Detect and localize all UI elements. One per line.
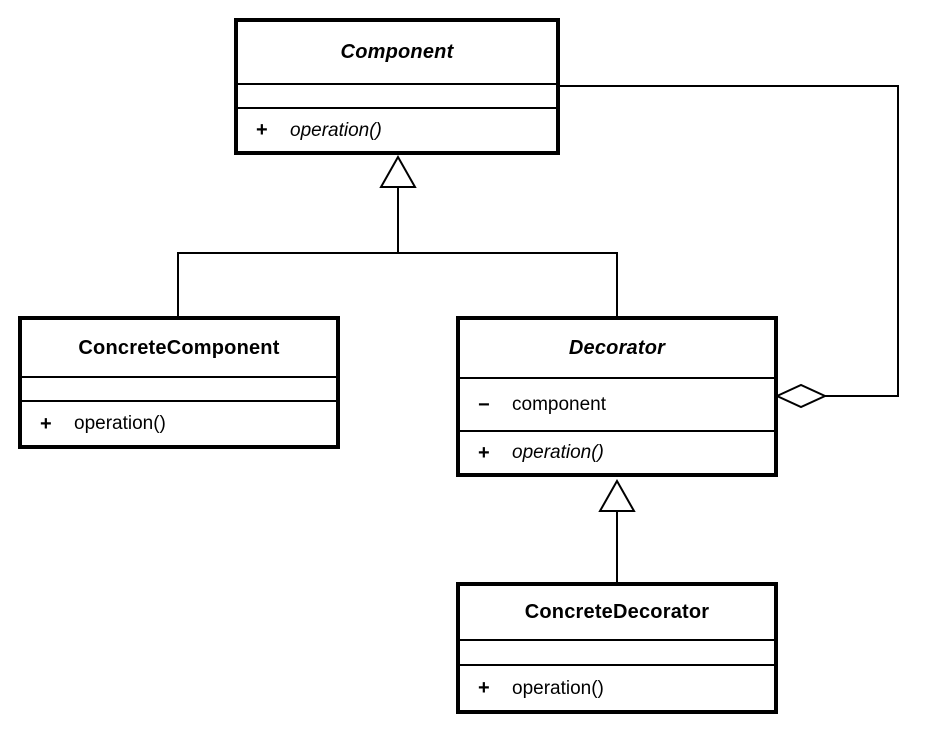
class-methods-concrete-decorator: + operation(): [460, 664, 774, 710]
class-title-concrete-decorator: ConcreteDecorator: [524, 601, 710, 623]
class-box-component: Component + operation(): [234, 18, 560, 155]
method-row: + operation(): [460, 678, 774, 698]
generalization-branch-lines: [177, 252, 618, 317]
class-title-concrete-component: ConcreteComponent: [78, 336, 280, 359]
generalization-triangle-decorator: [598, 478, 636, 512]
method-signature: operation(): [290, 119, 382, 141]
class-title-component: Component: [340, 41, 454, 63]
attribute-row: − component: [460, 395, 774, 415]
method-row: + operation(): [460, 443, 774, 463]
class-methods-decorator: + operation(): [460, 430, 774, 473]
method-row: + operation(): [22, 414, 336, 434]
class-box-decorator: Decorator − component + operation(): [456, 316, 778, 477]
visibility-symbol: +: [478, 677, 490, 699]
class-attributes-component: [238, 83, 556, 107]
aggregation-diamond: [774, 383, 828, 409]
attribute-name: component: [512, 394, 607, 415]
visibility-symbol: +: [256, 119, 268, 141]
class-methods-concrete-component: + operation(): [22, 400, 336, 445]
class-box-concrete-decorator: ConcreteDecorator + operation(): [456, 582, 778, 714]
visibility-symbol: −: [478, 393, 490, 416]
generalization-triangle-component: [379, 154, 417, 188]
class-attributes-decorator: − component: [460, 377, 774, 430]
method-signature: operation(): [74, 413, 166, 434]
method-signature: operation(): [512, 442, 604, 463]
method-signature: operation(): [512, 677, 604, 699]
method-row: + operation(): [238, 120, 556, 140]
visibility-symbol: +: [478, 441, 490, 464]
class-box-concrete-component: ConcreteComponent + operation(): [18, 316, 340, 449]
class-attributes-concrete-component: [22, 376, 336, 400]
class-attributes-concrete-decorator: [460, 639, 774, 664]
aggregation-line: [556, 85, 899, 397]
class-title-decorator: Decorator: [568, 337, 666, 359]
visibility-symbol: +: [40, 412, 52, 435]
class-methods-component: + operation(): [238, 107, 556, 151]
